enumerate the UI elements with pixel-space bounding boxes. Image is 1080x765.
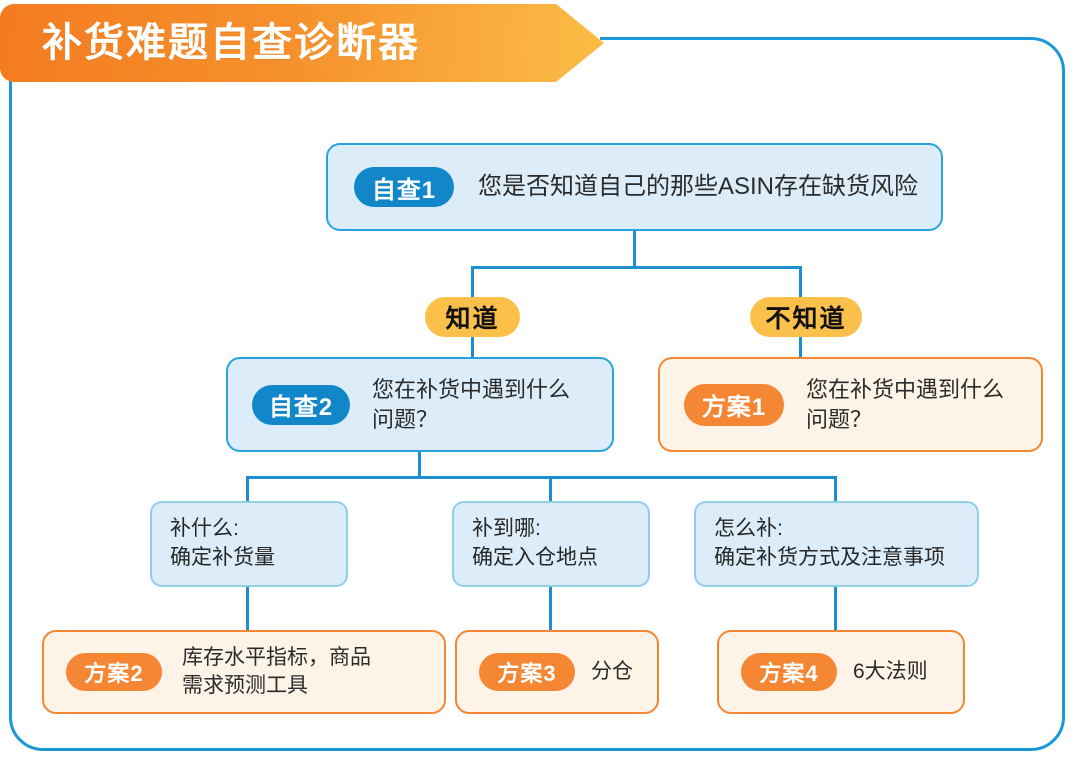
branch-label-dont-know[interactable]: 不知道	[750, 297, 862, 337]
node-self-check-1[interactable]: 自查1 您是否知道自己的那些ASIN存在缺货风险	[326, 143, 943, 231]
connector-self1-down	[633, 231, 636, 268]
node-plan-1-text: 您在补货中遇到什么 问题？	[806, 376, 1005, 432]
connector-dontknow-to-plan1	[799, 335, 802, 359]
node-how-to-restock-text: 怎么补: 确定补货方式及注意事项	[714, 517, 945, 569]
branch-label-know[interactable]: 知道	[425, 297, 520, 337]
node-plan-1[interactable]: 方案1 您在补货中遇到什么 问题？	[658, 357, 1043, 452]
badge-plan-1: 方案1	[684, 383, 784, 426]
node-how-to-restock[interactable]: 怎么补: 确定补货方式及注意事项	[694, 501, 979, 587]
node-plan-2[interactable]: 方案2 库存水平指标，商品 需求预测工具	[42, 630, 446, 714]
node-self-check-2-text: 您在补货中遇到什么 问题？	[372, 376, 571, 432]
node-plan-3-text: 分仓	[591, 659, 633, 683]
connector-what-to-plan2	[246, 587, 249, 632]
node-plan-2-text: 库存水平指标，商品 需求预测工具	[182, 645, 371, 697]
badge-plan-2: 方案2	[66, 653, 162, 691]
connector-level2-bar	[247, 476, 837, 479]
connector-know-to-self2	[471, 335, 474, 359]
badge-self-check-2: 自查2	[252, 384, 350, 425]
connector-self2-down	[418, 452, 421, 478]
badge-plan-3: 方案3	[479, 653, 575, 691]
connector-how-to-plan4	[834, 587, 837, 632]
node-plan-3[interactable]: 方案3 分仓	[455, 630, 659, 714]
node-self-check-1-text: 您是否知道自己的那些ASIN存在缺货风险	[478, 172, 919, 200]
node-where-to-restock-text: 补到哪: 确定入仓地点	[472, 517, 598, 569]
connector-to-where	[549, 476, 552, 503]
title-banner: 补货难题自查诊断器	[0, 4, 604, 82]
connector-level1-bar	[472, 266, 802, 269]
node-plan-4[interactable]: 方案4 6大法则	[717, 630, 965, 714]
connector-to-how	[834, 476, 837, 503]
node-plan-4-text: 6大法则	[853, 659, 928, 683]
node-self-check-2[interactable]: 自查2 您在补货中遇到什么 问题？	[226, 357, 614, 452]
connector-to-what	[246, 476, 249, 503]
page-title: 补货难题自查诊断器	[42, 21, 420, 65]
connector-to-dontknow	[799, 266, 802, 299]
badge-plan-4: 方案4	[741, 653, 837, 691]
node-where-to-restock[interactable]: 补到哪: 确定入仓地点	[452, 501, 650, 587]
node-what-to-restock-text: 补什么: 确定补货量	[170, 517, 275, 569]
connector-where-to-plan3	[549, 587, 552, 632]
node-what-to-restock[interactable]: 补什么: 确定补货量	[150, 501, 348, 587]
connector-to-know	[471, 266, 474, 299]
badge-self-check-1: 自查1	[354, 167, 454, 207]
